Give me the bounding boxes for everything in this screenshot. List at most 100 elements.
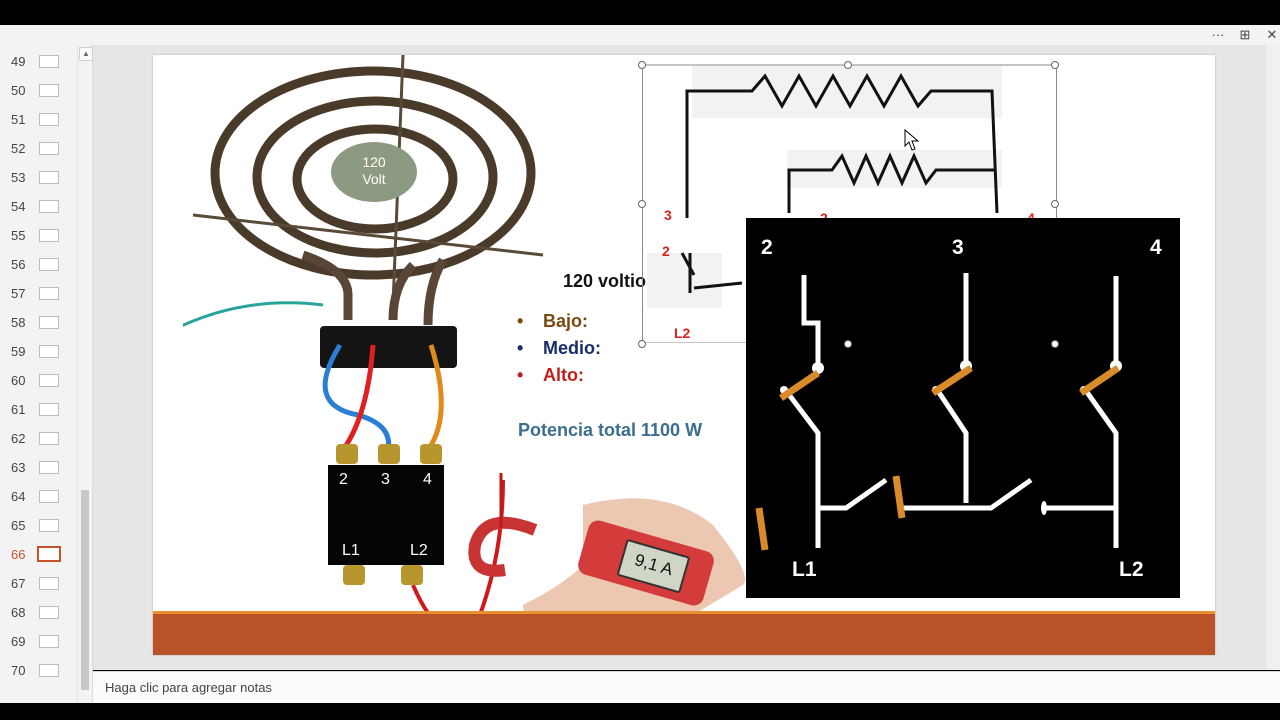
- contactor-terminal-label: 2: [339, 471, 348, 488]
- thumbnail-number: 62: [11, 431, 26, 446]
- thumbnail-number: 70: [11, 663, 26, 678]
- thumbnail-item[interactable]: 53: [0, 167, 76, 189]
- thumbnail-number: 67: [11, 576, 26, 591]
- thumbnail-item[interactable]: 59: [0, 341, 76, 363]
- thumbnail-item[interactable]: 49: [0, 51, 76, 73]
- selection-handle[interactable]: [844, 340, 852, 348]
- thumbnail-image[interactable]: [39, 635, 59, 648]
- thumbnail-image[interactable]: [39, 287, 59, 300]
- scrollbar-handle[interactable]: [81, 490, 89, 690]
- thumbnail-number: 68: [11, 605, 26, 620]
- thumbnail-image[interactable]: [37, 546, 61, 562]
- thumbnail-image[interactable]: [39, 490, 59, 503]
- thumbnail-item[interactable]: 69: [0, 631, 76, 653]
- selection-handle[interactable]: [638, 200, 646, 208]
- slide-thumbnail-pane: 49 50 51 52 53 54 55 56 57 58 59 60 61 6…: [0, 45, 93, 703]
- thumbnail-image[interactable]: [39, 432, 59, 445]
- thumbnail-number: 59: [11, 344, 26, 359]
- thumbnail-item[interactable]: 62: [0, 428, 76, 450]
- thumbnail-item[interactable]: 58: [0, 312, 76, 334]
- thumbnail-number: 51: [11, 112, 26, 127]
- thumbnail-image[interactable]: [39, 200, 59, 213]
- heating-element-image: [183, 55, 544, 327]
- schematic-label: L2: [674, 325, 691, 341]
- thumbnail-item[interactable]: 55: [0, 225, 76, 247]
- schematic-label: 2: [662, 243, 670, 259]
- thumbnail-number: 53: [11, 170, 26, 185]
- selection-handle[interactable]: [1051, 61, 1059, 69]
- meter-display: 9,1 A: [616, 538, 691, 594]
- panel-terminal-number: 4: [1150, 236, 1162, 259]
- voltage-oval: 120 Volt: [331, 142, 417, 202]
- selection-handle[interactable]: [638, 340, 646, 348]
- schematic-label: 3: [664, 207, 672, 223]
- screw-terminal-icon: [336, 444, 358, 464]
- thumbnail-number: 49: [11, 54, 26, 69]
- thumbnail-item[interactable]: 68: [0, 602, 76, 624]
- selection-handle[interactable]: [638, 61, 646, 69]
- close-icon[interactable]: ✕: [1266, 27, 1278, 42]
- thumbnail-number: 55: [11, 228, 26, 243]
- screw-terminal-icon: [343, 565, 365, 585]
- thumbnail-item[interactable]: 65: [0, 515, 76, 537]
- bullet-text: Bajo:: [543, 311, 588, 331]
- thumbnail-image[interactable]: [39, 403, 59, 416]
- thumbnail-item[interactable]: 51: [0, 109, 76, 131]
- thumbnail-number: 66: [11, 547, 26, 562]
- thumbnail-image[interactable]: [39, 664, 59, 677]
- thumbnail-item[interactable]: 63: [0, 457, 76, 479]
- thumbnail-image[interactable]: [39, 258, 59, 271]
- notes-placeholder[interactable]: Haga clic para agregar notas: [105, 680, 272, 695]
- thumbnail-item[interactable]: 56: [0, 254, 76, 276]
- thumbnail-image[interactable]: [39, 229, 59, 242]
- thumbnail-number: 69: [11, 634, 26, 649]
- selection-handle[interactable]: [1051, 200, 1059, 208]
- thumbnail-image[interactable]: [39, 461, 59, 474]
- thumbnail-number: 54: [11, 199, 26, 214]
- editor-scrollbar[interactable]: [1266, 45, 1280, 670]
- thumbnail-item[interactable]: 70: [0, 660, 76, 682]
- thumbnail-item[interactable]: 61: [0, 399, 76, 421]
- thumbnail-image[interactable]: [39, 171, 59, 184]
- thumbnail-item[interactable]: 60: [0, 370, 76, 392]
- oval-text-line2: Volt: [362, 171, 386, 187]
- thumbnail-item[interactable]: 64: [0, 486, 76, 508]
- thumbnail-image[interactable]: [39, 142, 59, 155]
- thumbnail-image[interactable]: [39, 113, 59, 126]
- panel-terminal-number: 2: [761, 236, 773, 259]
- contactor-terminal-label: L1: [342, 542, 360, 559]
- thumbnail-image[interactable]: [39, 345, 59, 358]
- thumbnail-image[interactable]: [39, 55, 59, 68]
- thumbnail-number: 65: [11, 518, 26, 533]
- thumbnail-image[interactable]: [39, 316, 59, 329]
- thumbnail-item[interactable]: 50: [0, 80, 76, 102]
- scroll-up-icon[interactable]: ▲: [79, 47, 93, 61]
- slide-canvas[interactable]: 120 Volt 2 3 4 L1 L2 120 voltios • Bajo:…: [153, 55, 1215, 655]
- thumbnail-number: 61: [11, 402, 26, 417]
- thumbnail-number: 63: [11, 460, 26, 475]
- thumbnail-image[interactable]: [39, 606, 59, 619]
- more-options-icon[interactable]: ···: [1211, 27, 1225, 42]
- thumbnail-item[interactable]: 52: [0, 138, 76, 160]
- bullet-dot-icon: •: [517, 338, 524, 358]
- screw-terminal-icon: [420, 444, 442, 464]
- thumbnail-scrollbar[interactable]: ▲: [77, 45, 93, 703]
- switch-diagram-panel: 2 3 4 L1 L2: [746, 218, 1180, 598]
- restore-window-icon[interactable]: ⊞: [1239, 27, 1251, 42]
- selection-handle[interactable]: [844, 61, 852, 69]
- thumbnail-item[interactable]: 57: [0, 283, 76, 305]
- panel-line-label: L2: [1119, 558, 1144, 581]
- thumbnail-number: 52: [11, 141, 26, 156]
- thumbnail-image[interactable]: [39, 84, 59, 97]
- total-power-label: Potencia total 1100 W: [518, 420, 703, 440]
- thumbnail-image[interactable]: [39, 374, 59, 387]
- move-cursor-icon: [904, 128, 920, 151]
- thumbnail-item-active[interactable]: 66: [0, 544, 76, 566]
- thumbnail-image[interactable]: [39, 519, 59, 532]
- screw-terminal-icon: [401, 565, 423, 585]
- thumbnail-item[interactable]: 67: [0, 573, 76, 595]
- thumbnail-item[interactable]: 54: [0, 196, 76, 218]
- selection-handle[interactable]: [1051, 340, 1059, 348]
- thumbnail-image[interactable]: [39, 577, 59, 590]
- notes-pane[interactable]: Haga clic para agregar notas: [93, 671, 1280, 704]
